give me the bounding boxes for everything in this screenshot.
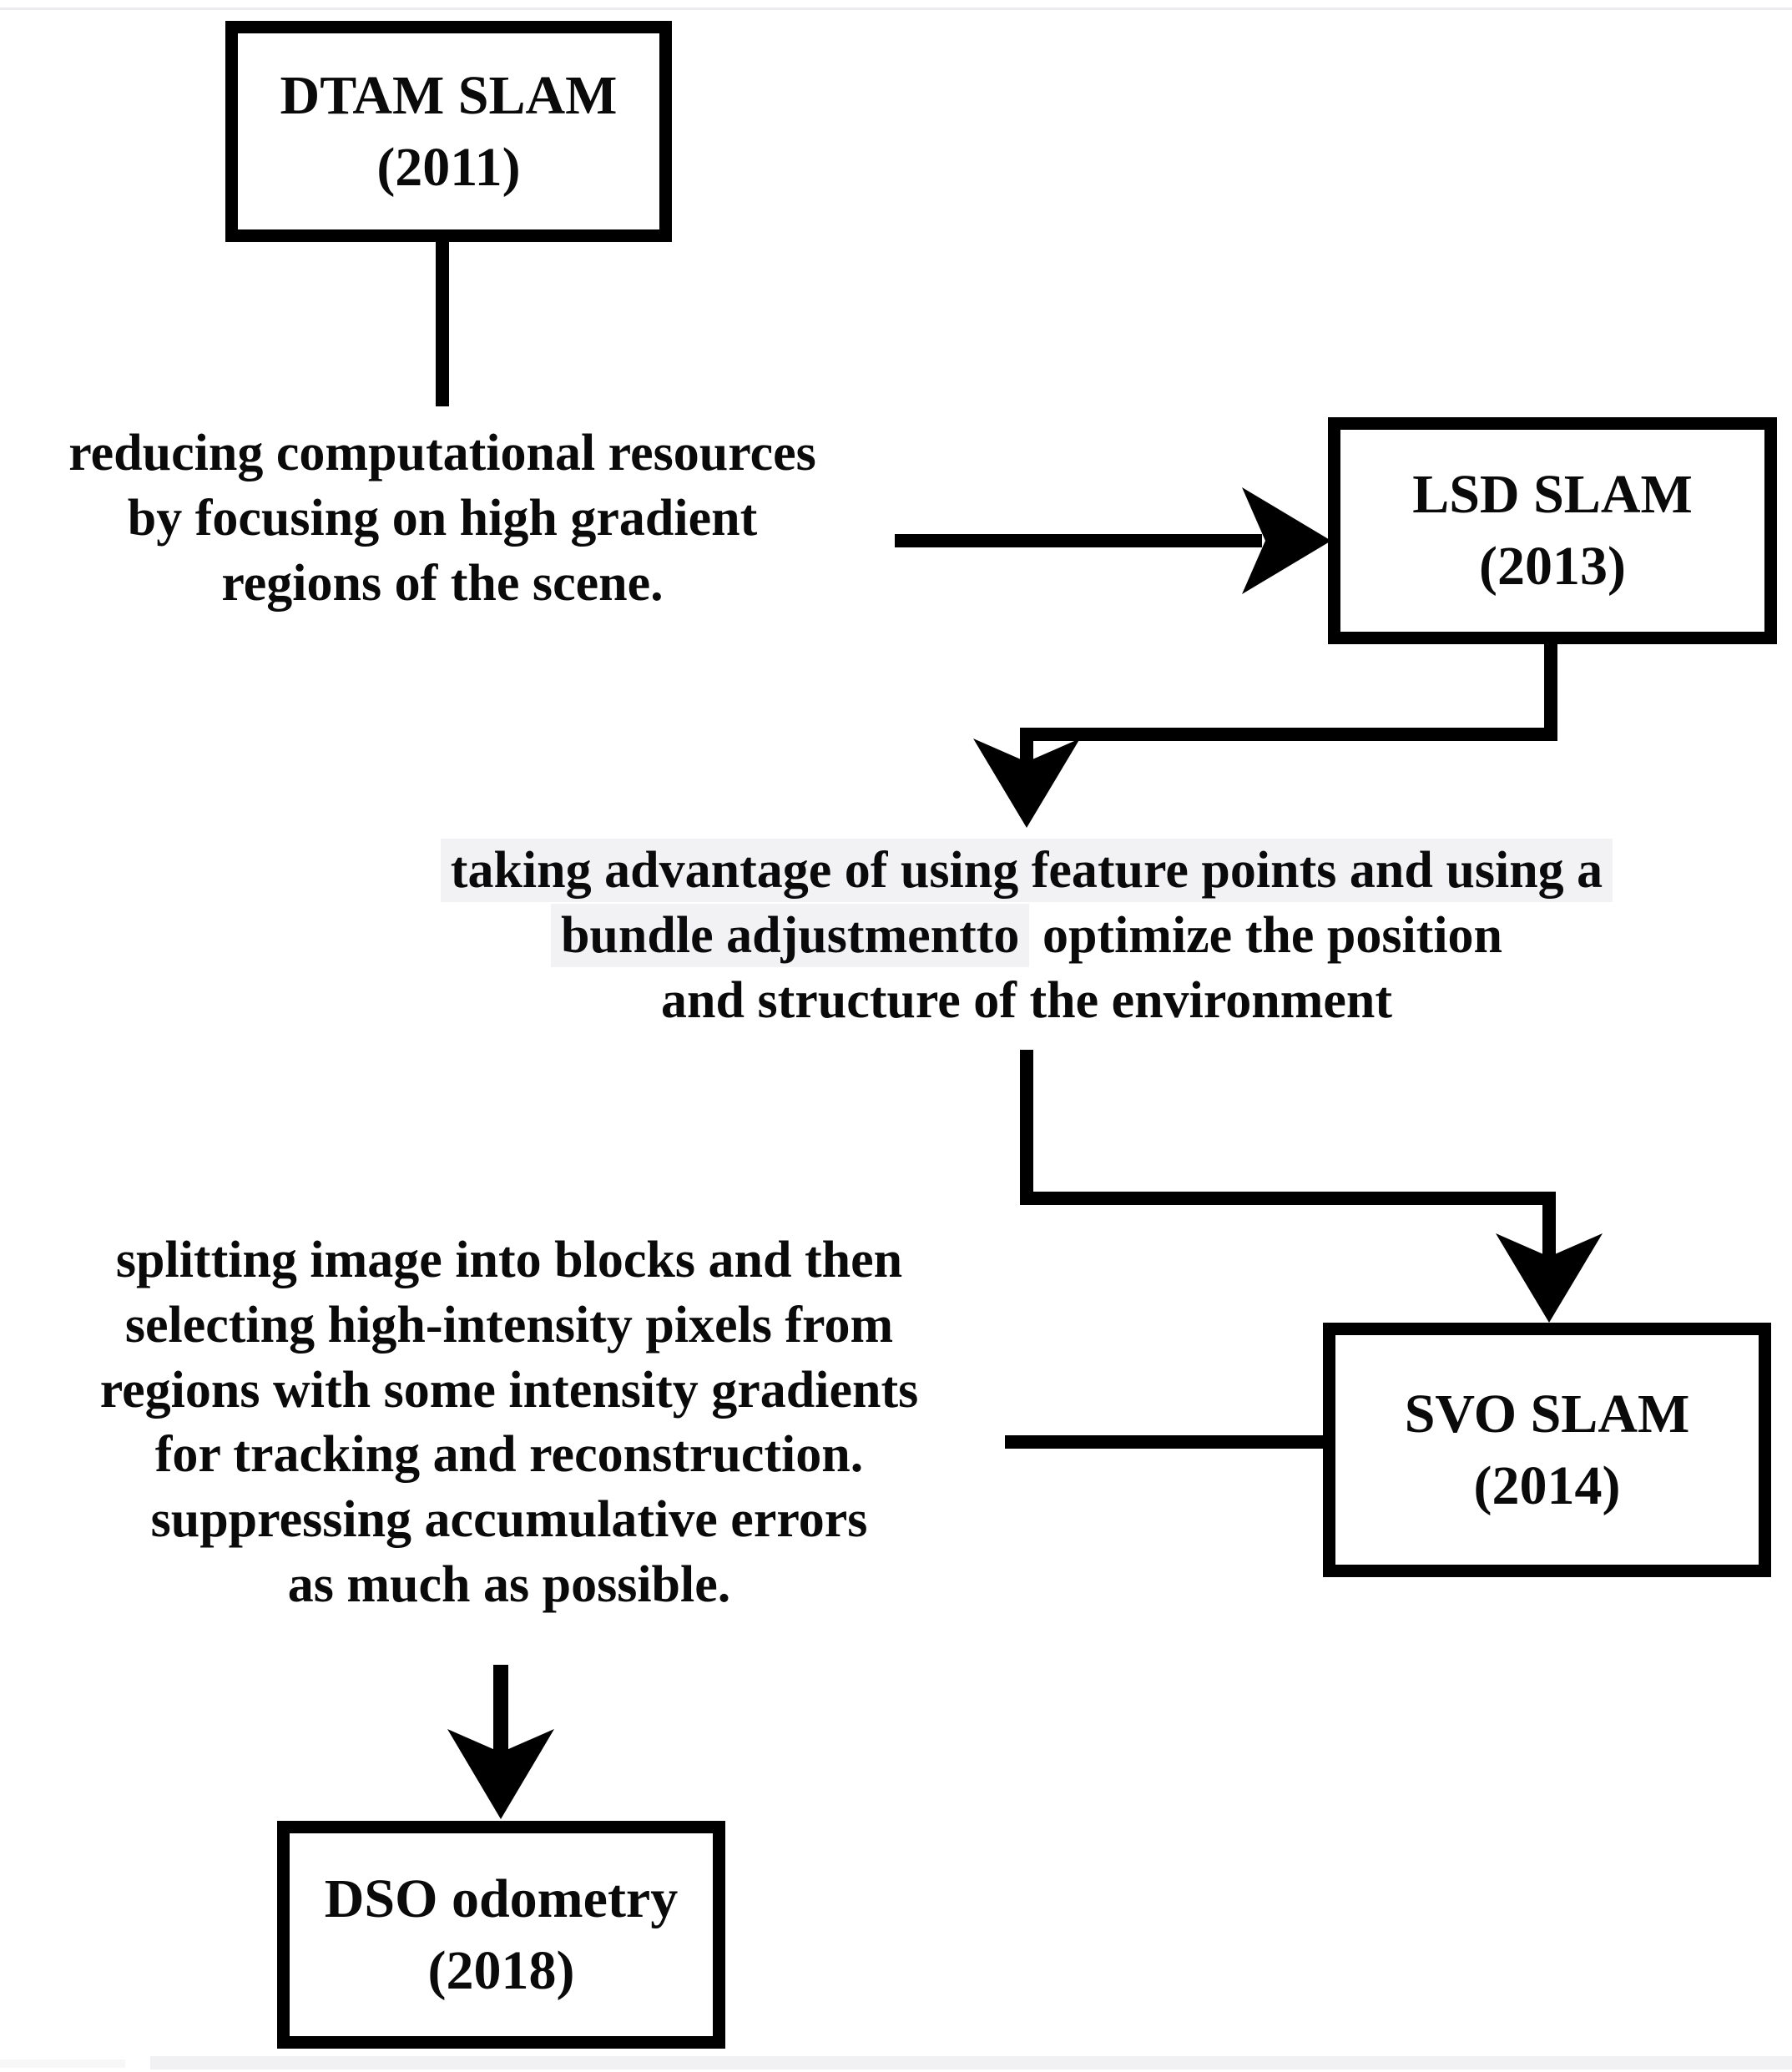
note-line: taking advantage of using feature points… (359, 839, 1694, 904)
node-lsd-slam-year: (2013) (1479, 536, 1626, 597)
note-lsd-to-svo: taking advantage of using feature points… (359, 839, 1694, 1033)
page-bottom-strip (150, 2056, 1792, 2069)
node-dtam-slam-year: (2011) (376, 136, 521, 198)
note-svo-description: splitting image into blocks and then sel… (25, 1228, 993, 1618)
note-line: selecting high-intensity pixels from (124, 1296, 894, 1354)
note-text: optimize the position (1029, 906, 1503, 964)
node-dtam-slam-label: DTAM SLAM (280, 64, 618, 126)
node-lsd-slam-label: LSD SLAM (1412, 464, 1693, 526)
arrow-note3-to-dso-head (447, 1729, 554, 1819)
page-bottom-strip-left (0, 2059, 125, 2068)
arrow-note1-to-lsd-head (1242, 487, 1331, 594)
note-line: by focusing on high gradient (127, 489, 758, 547)
node-dso-odometry-label: DSO odometry (324, 1868, 679, 1929)
note-line: as much as possible. (287, 1555, 731, 1613)
node-dtam-slam: DTAM SLAM (2011) (225, 21, 672, 242)
arrow-note2-to-svo-head (1496, 1233, 1603, 1323)
note-line: for tracking and reconstruction. (154, 1426, 864, 1484)
node-svo-slam-label: SVO SLAM (1404, 1383, 1690, 1444)
arrow-lsd-to-note2-shaft (1020, 643, 1557, 774)
arrow-note2-to-svo-shaft (1020, 1050, 1556, 1270)
highlighted-text: taking advantage of using feature points… (440, 839, 1613, 902)
note-line: suppressing accumulative errors (150, 1491, 868, 1549)
note-line: splitting image into blocks and then (115, 1232, 903, 1288)
node-svo-slam: SVO SLAM (2014) (1323, 1323, 1771, 1577)
node-dso-odometry: DSO odometry (2018) (277, 1821, 725, 2049)
note-line: regions with some intensity gradients (99, 1361, 919, 1419)
note-line: and structure of the environment (661, 971, 1392, 1029)
note-line: regions of the scene. (221, 554, 664, 612)
note-dtam-to-lsd: reducing computational resources by focu… (0, 421, 885, 616)
node-dso-odometry-year: (2018) (427, 1939, 575, 2001)
node-svo-slam-year: (2014) (1473, 1454, 1621, 1516)
highlighted-text: bundle adjustmentto (550, 903, 1030, 967)
note-line: reducing computational resources (68, 425, 816, 481)
page-top-rule (0, 8, 1792, 10)
arrow-lsd-to-note2-head (973, 739, 1080, 828)
node-lsd-slam: LSD SLAM (2013) (1328, 417, 1777, 644)
note-line: bundle adjustmentto optimize the positio… (359, 903, 1694, 969)
